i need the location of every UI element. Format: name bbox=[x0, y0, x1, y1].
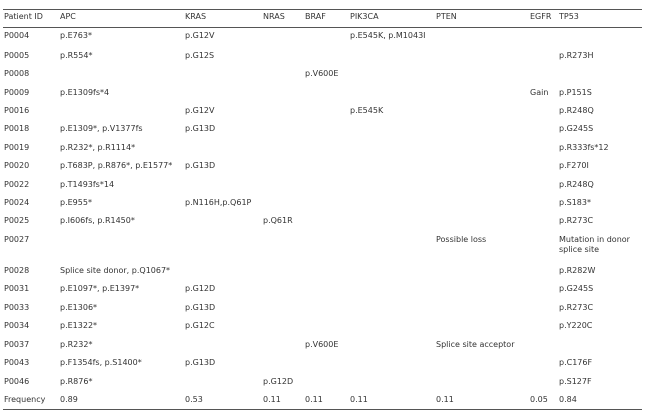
cell-tp53: p.S183* bbox=[559, 198, 591, 207]
cell-patient-id: P0019 bbox=[4, 143, 30, 152]
cell-kras: p.G12D bbox=[185, 284, 216, 293]
cell-tp53: p.R273C bbox=[559, 303, 594, 312]
cell-patient-id: P0008 bbox=[4, 69, 30, 78]
cell-apc: p.E1097*, p.E1397* bbox=[60, 284, 140, 293]
cell-tp53: p.G245S bbox=[559, 284, 594, 293]
header-tp53: TP53 bbox=[559, 12, 579, 21]
cell-pik3ca: 0.11 bbox=[350, 395, 368, 404]
cell-tp53: p.R248Q bbox=[559, 180, 594, 189]
cell-patient-id: P0033 bbox=[4, 303, 30, 312]
cell-patient-id: P0043 bbox=[4, 358, 30, 367]
cell-apc: 0.89 bbox=[60, 395, 78, 404]
cell-tp53: p.Y220C bbox=[559, 321, 593, 330]
cell-egfr: Gain bbox=[530, 88, 549, 97]
cell-patient-id: P0031 bbox=[4, 284, 30, 293]
cell-apc: p.T683P, p.R876*, p.E1577* bbox=[60, 161, 173, 170]
cell-nras: p.G12D bbox=[263, 377, 294, 386]
cell-tp53: p.P151S bbox=[559, 88, 592, 97]
cell-patient-id: P0016 bbox=[4, 106, 30, 115]
cell-kras: p.G12C bbox=[185, 321, 215, 330]
cell-kras: p.G12S bbox=[185, 51, 215, 60]
cell-pik3ca: p.E545K bbox=[350, 106, 384, 115]
cell-braf: p.V600E bbox=[305, 69, 339, 78]
cell-apc: p.R554* bbox=[60, 51, 93, 60]
cell-pten: 0.11 bbox=[436, 395, 454, 404]
cell-tp53: p.R333fs*12 bbox=[559, 143, 609, 152]
cell-apc: p.E955* bbox=[60, 198, 92, 207]
cell-tp53: p.R273C bbox=[559, 216, 594, 225]
cell-apc: p.I606fs, p.R1450* bbox=[60, 216, 135, 225]
cell-patient-id: P0020 bbox=[4, 161, 30, 170]
cell-tp53: p.S127F bbox=[559, 377, 592, 386]
cell-patient-id: P0004 bbox=[4, 31, 30, 40]
cell-apc: p.E1309*, p.V1377fs bbox=[60, 124, 143, 133]
cell-apc: p.T1493fs*14 bbox=[60, 180, 115, 189]
cell-kras: 0.53 bbox=[185, 395, 203, 404]
cell-tp53: p.F270I bbox=[559, 161, 589, 170]
cell-pten: Splice site acceptor bbox=[436, 340, 515, 349]
cell-apc: p.R232* bbox=[60, 340, 93, 349]
table-bottom-rule bbox=[3, 409, 642, 410]
cell-tp53: p.C176F bbox=[559, 358, 593, 367]
cell-tp53: p.R282W bbox=[559, 266, 596, 275]
cell-patient-id: P0018 bbox=[4, 124, 30, 133]
cell-tp53: p.R248Q bbox=[559, 106, 594, 115]
header-pten: PTEN bbox=[436, 12, 457, 21]
cell-patient-id: P0037 bbox=[4, 340, 30, 349]
cell-tp53: p.G245S bbox=[559, 124, 594, 133]
header-patient-id: Patient ID bbox=[4, 12, 43, 21]
cell-braf: p.V600E bbox=[305, 340, 339, 349]
cell-patient-id: P0025 bbox=[4, 216, 30, 225]
header-apc: APC bbox=[60, 12, 76, 21]
cell-kras: p.G12V bbox=[185, 106, 215, 115]
cell-patient-id: P0022 bbox=[4, 180, 30, 189]
table-top-rule bbox=[3, 9, 642, 10]
cell-apc: p.R232*, p.R1114* bbox=[60, 143, 136, 152]
cell-patient-id: P0005 bbox=[4, 51, 30, 60]
cell-kras: p.G13D bbox=[185, 303, 216, 312]
cell-tp53: 0.84 bbox=[559, 395, 577, 404]
cell-kras: p.G13D bbox=[185, 358, 216, 367]
cell-kras: p.G13D bbox=[185, 161, 216, 170]
cell-patient-id: P0028 bbox=[4, 266, 30, 275]
cell-patient-id: P0009 bbox=[4, 88, 30, 97]
cell-braf: 0.11 bbox=[305, 395, 323, 404]
cell-kras: p.G12V bbox=[185, 31, 215, 40]
cell-apc: p.F1354fs, p.S1400* bbox=[60, 358, 142, 367]
header-braf: BRAF bbox=[305, 12, 326, 21]
header-pik3ca: PIK3CA bbox=[350, 12, 379, 21]
cell-kras: p.N116H,p.Q61P bbox=[185, 198, 252, 207]
header-kras: KRAS bbox=[185, 12, 207, 21]
cell-apc: p.E1306* bbox=[60, 303, 98, 312]
header-egfr: EGFR bbox=[530, 12, 552, 21]
cell-apc: p.R876* bbox=[60, 377, 93, 386]
table-header-rule bbox=[3, 27, 642, 28]
cell-patient-id: P0034 bbox=[4, 321, 30, 330]
cell-pik3ca: p.E545K, p.M1043I bbox=[350, 31, 426, 40]
cell-apc: p.E1322* bbox=[60, 321, 98, 330]
cell-apc: Splice site donor, p.Q1067* bbox=[60, 266, 171, 275]
cell-patient-id: Frequency bbox=[4, 395, 46, 404]
cell-nras: p.Q61R bbox=[263, 216, 293, 225]
cell-kras: p.G13D bbox=[185, 124, 216, 133]
cell-tp53: Mutation in donor splice site bbox=[559, 235, 630, 254]
cell-patient-id: P0024 bbox=[4, 198, 30, 207]
cell-tp53: p.R273H bbox=[559, 51, 594, 60]
header-nras: NRAS bbox=[263, 12, 285, 21]
cell-patient-id: P0027 bbox=[4, 235, 30, 244]
cell-apc: p.E1309fs*4 bbox=[60, 88, 110, 97]
cell-apc: p.E763* bbox=[60, 31, 92, 40]
cell-patient-id: P0046 bbox=[4, 377, 30, 386]
cell-pten: Possible loss bbox=[436, 235, 487, 244]
cell-egfr: 0.05 bbox=[530, 395, 548, 404]
cell-nras: 0.11 bbox=[263, 395, 281, 404]
